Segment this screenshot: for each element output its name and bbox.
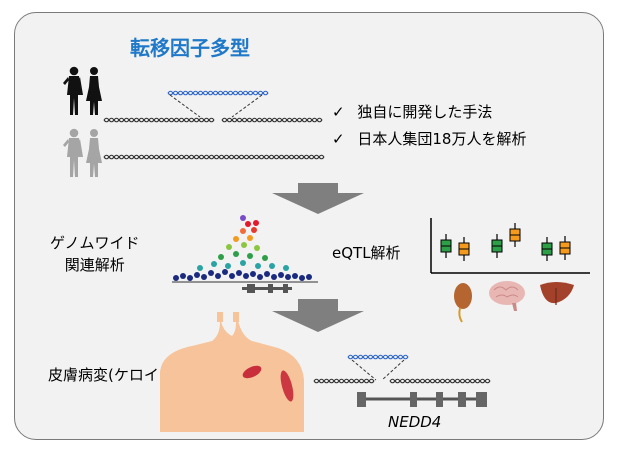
- down-arrow-icon: [298, 299, 338, 311]
- human-silhouette-icon: [63, 66, 102, 115]
- eqtl-boxplot: [430, 218, 590, 274]
- kidney-icon: [454, 283, 472, 323]
- figure-panel: [14, 12, 604, 440]
- skin-lesion-label: 皮膚病変(ケロイド): [48, 366, 180, 384]
- dna-insert-icon: [167, 90, 269, 96]
- dna-insert-icon: [347, 354, 409, 360]
- gwas-manhattan-plot: [172, 215, 318, 293]
- feature-item-population: ✓ 日本人集団18万人を解析: [332, 128, 526, 149]
- body-outline-icon: [160, 312, 304, 432]
- nedd4-gene-structure: [357, 392, 487, 407]
- eqtl-label: eQTL解析: [332, 244, 401, 262]
- check-icon: ✓: [332, 103, 345, 121]
- dna-helix-icon: [103, 154, 325, 160]
- gwas-label-line1: ゲノムワイド: [50, 234, 140, 252]
- gwas-label-line2: 関連解析: [64, 256, 125, 274]
- gwas-label: ゲノムワイド 関連解析: [50, 232, 140, 276]
- feature-item-method: ✓ 独自に開発した手法: [332, 101, 492, 122]
- dna-helix-icon: [313, 378, 491, 384]
- feature-text-population: 日本人集団18万人を解析: [357, 130, 527, 148]
- down-arrow-icon: [298, 183, 338, 193]
- brain-icon: [489, 281, 525, 311]
- gene-label-nedd4: NEDD4: [388, 413, 442, 431]
- human-silhouette-icon: [63, 128, 102, 177]
- title-transposable-element-polymorphism: 転移因子多型: [130, 36, 250, 60]
- check-icon: ✓: [332, 130, 345, 148]
- feature-text-method: 独自に開発した手法: [357, 103, 493, 121]
- dna-helix-icon: [103, 117, 323, 123]
- liver-icon: [540, 282, 574, 305]
